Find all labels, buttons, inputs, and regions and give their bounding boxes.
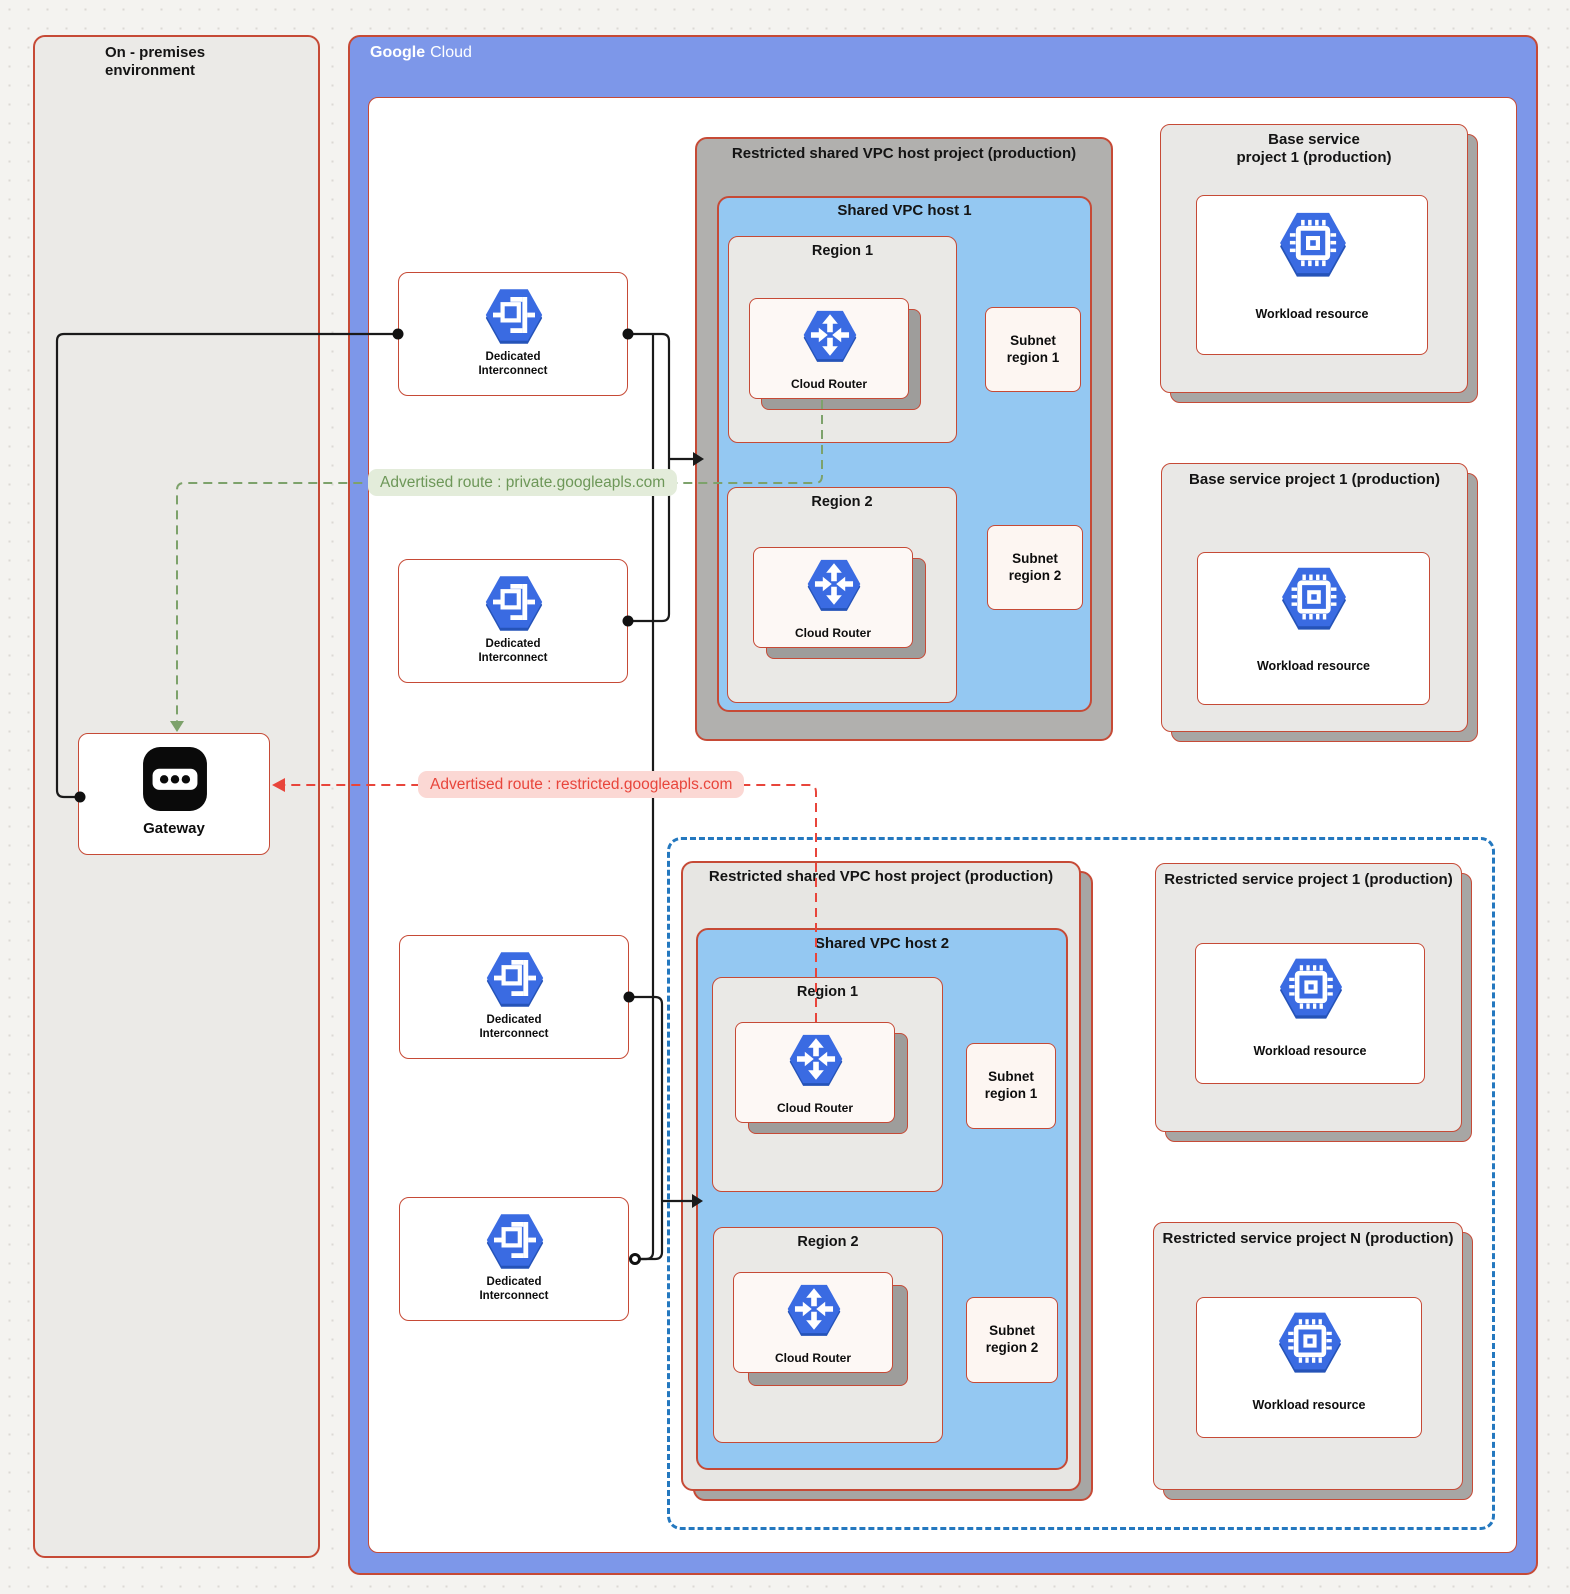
cloud-router-icon bbox=[802, 307, 858, 363]
host-project-1-title: Restricted shared VPC host project (prod… bbox=[731, 145, 1077, 162]
workload-resource-label: Workload resource bbox=[1252, 1398, 1366, 1412]
cloud-router-label: Cloud Router bbox=[795, 626, 871, 640]
cloud-router-label: Cloud Router bbox=[777, 1101, 853, 1115]
host-project-2-title: Restricted shared VPC host project (prod… bbox=[708, 868, 1054, 885]
route-private-label: Advertised route : private.googleapls.co… bbox=[368, 469, 678, 496]
cloud-router-label: Cloud Router bbox=[775, 1351, 851, 1365]
gateway-card: Gateway bbox=[78, 733, 270, 855]
host2-region1-router-card: Cloud Router bbox=[735, 1022, 895, 1123]
workload-resource-icon bbox=[1278, 954, 1344, 1020]
dedicated-interconnect-icon bbox=[481, 285, 547, 345]
host2-region1-title: Region 1 bbox=[796, 984, 859, 1000]
base-service-project-mid-title: Base service project 1 (production) bbox=[1189, 471, 1440, 488]
service-perimeter-dashed-border bbox=[667, 837, 1495, 1530]
on-premises-title: On - premises environment bbox=[105, 44, 206, 79]
workload-resource-icon bbox=[1277, 1308, 1343, 1374]
host1-region1-router-card: Cloud Router bbox=[749, 298, 909, 399]
shared-vpc-host-2-title: Shared VPC host 2 bbox=[814, 935, 950, 952]
workload-resource-icon bbox=[1278, 208, 1348, 278]
restricted-service-project-n-title: Restricted service project N (production… bbox=[1162, 1230, 1454, 1247]
host2-region2-title: Region 2 bbox=[797, 1234, 859, 1250]
workload-resource-icon bbox=[1280, 563, 1348, 631]
restricted-service-project-1-workload-card: Workload resource bbox=[1195, 943, 1425, 1084]
cloud-router-icon bbox=[786, 1281, 842, 1337]
cloud-router-label: Cloud Router bbox=[791, 377, 867, 391]
dedicated-interconnect-icon bbox=[482, 1210, 548, 1270]
restricted-service-project-1-title: Restricted service project 1 (production… bbox=[1164, 871, 1453, 888]
gateway-icon bbox=[143, 747, 207, 811]
dedicated-interconnect-icon bbox=[481, 572, 547, 632]
host1-region2-router-card: Cloud Router bbox=[753, 547, 913, 648]
base-service-project-top-workload-card: Workload resource bbox=[1196, 195, 1428, 355]
cloud-router-icon bbox=[806, 556, 862, 612]
base-service-project-mid-workload-card: Workload resource bbox=[1197, 552, 1430, 705]
dedicated-interconnect-icon bbox=[482, 948, 548, 1008]
host2-region2-router-card: Cloud Router bbox=[733, 1272, 893, 1373]
workload-resource-label: Workload resource bbox=[1253, 1044, 1367, 1058]
route-restricted-label: Advertised route : restricted.googleapls… bbox=[418, 771, 745, 798]
shared-vpc-host-1-title: Shared VPC host 1 bbox=[837, 202, 972, 219]
cloud-router-icon bbox=[788, 1031, 844, 1087]
gateway-label: Gateway bbox=[143, 820, 205, 837]
base-service-project-top-title: Base service project 1 (production) bbox=[1236, 131, 1392, 166]
host1-region2-title: Region 2 bbox=[811, 494, 873, 510]
host1-region1-title: Region 1 bbox=[811, 243, 874, 259]
workload-resource-label: Workload resource bbox=[1255, 307, 1369, 321]
workload-resource-label: Workload resource bbox=[1256, 659, 1370, 673]
restricted-service-project-n-workload-card: Workload resource bbox=[1196, 1297, 1422, 1438]
